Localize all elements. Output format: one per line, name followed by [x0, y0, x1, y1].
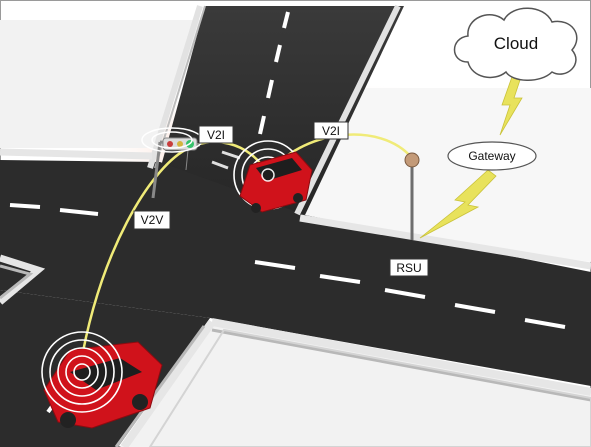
- car-icon: [41, 331, 163, 429]
- gateway-label: Gateway: [468, 149, 515, 163]
- label-v2i-left: V2I: [198, 125, 234, 144]
- sidewalks: [0, 20, 591, 447]
- svg-text:V2I: V2I: [322, 124, 340, 138]
- svg-text:RSU: RSU: [396, 261, 421, 275]
- label-rsu: RSU: [389, 258, 429, 277]
- cloud-icon: Cloud: [453, 7, 578, 81]
- svg-text:V2V: V2V: [141, 213, 164, 227]
- car-icon: [233, 140, 313, 213]
- label-v2v: V2V: [133, 210, 171, 230]
- cloud-label: Cloud: [494, 34, 538, 53]
- label-v2i-right: V2I: [313, 121, 349, 140]
- crosswalk: [211, 150, 241, 170]
- v2v-link: [78, 148, 186, 369]
- svg-text:V2I: V2I: [207, 128, 225, 142]
- rsu-antenna-icon: [404, 152, 420, 240]
- curbs: [0, 4, 591, 447]
- gateway-node: Gateway: [447, 141, 537, 171]
